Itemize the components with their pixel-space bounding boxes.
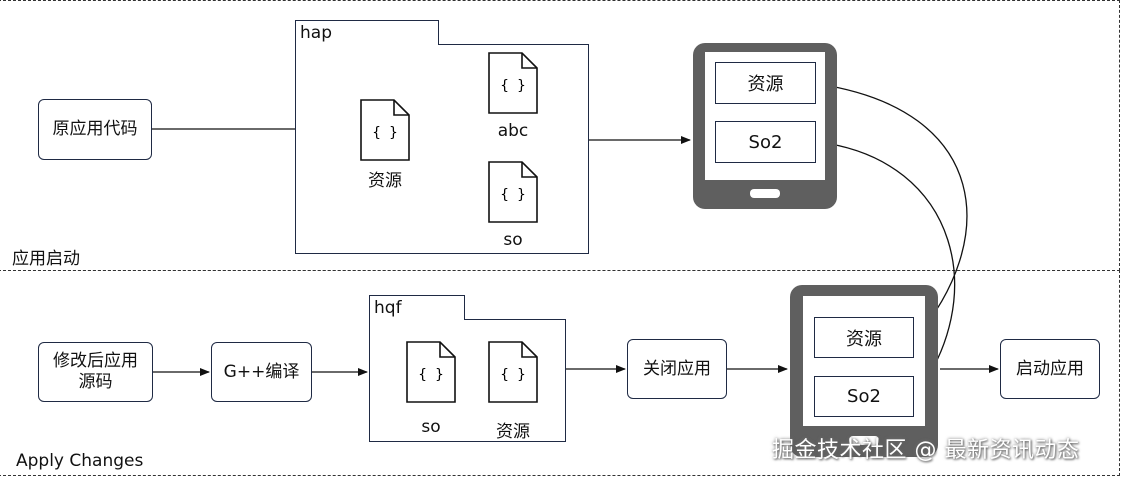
device-resource-slot: 资源 bbox=[715, 62, 816, 104]
hqf-package-tab: hqf bbox=[369, 295, 465, 320]
hap-package-tab: hap bbox=[295, 20, 439, 45]
modified-source-node: 修改后应用 源码 bbox=[38, 342, 153, 402]
apply-changes-label: Apply Changes bbox=[16, 451, 144, 471]
curve-resource-upload bbox=[817, 81, 968, 341]
hqf-so-file-label: so bbox=[421, 417, 441, 437]
device-so2-slot: So2 bbox=[715, 121, 816, 163]
so-file-icon: { } bbox=[488, 161, 538, 223]
original-code-node: 原应用代码 bbox=[38, 99, 152, 160]
start-app-node: 启动应用 bbox=[1000, 339, 1100, 399]
svg-text:{ }: { } bbox=[418, 367, 443, 383]
close-app-node: 关闭应用 bbox=[627, 339, 727, 399]
so-file-label: so bbox=[503, 230, 523, 250]
curve-so2-upload bbox=[817, 139, 956, 398]
device-bottom-so2-slot: So2 bbox=[814, 376, 914, 417]
watermark-text: 掘金技术社区 @ 最新资讯动态 bbox=[772, 438, 1080, 463]
hap-package bbox=[295, 44, 589, 254]
hqf-resource-file-label: 资源 bbox=[496, 422, 530, 442]
svg-text:{ }: { } bbox=[500, 187, 525, 203]
app-launch-label: 应用启动 bbox=[12, 249, 80, 269]
hqf-resource-file-icon: { } bbox=[488, 341, 538, 403]
svg-text:{ }: { } bbox=[500, 367, 525, 383]
svg-text:{ }: { } bbox=[372, 125, 397, 141]
apply-changes-region bbox=[0, 270, 1120, 476]
abc-file-icon: { } bbox=[488, 52, 538, 114]
svg-text:{ }: { } bbox=[500, 78, 525, 94]
resource-file-icon: { } bbox=[360, 99, 410, 161]
abc-file-label: abc bbox=[497, 121, 529, 141]
resource-file-label: 资源 bbox=[368, 171, 402, 191]
compile-node: G++编译 bbox=[211, 342, 312, 402]
hqf-so-file-icon: { } bbox=[406, 341, 456, 403]
device-bottom-resource-slot: 资源 bbox=[814, 317, 914, 358]
